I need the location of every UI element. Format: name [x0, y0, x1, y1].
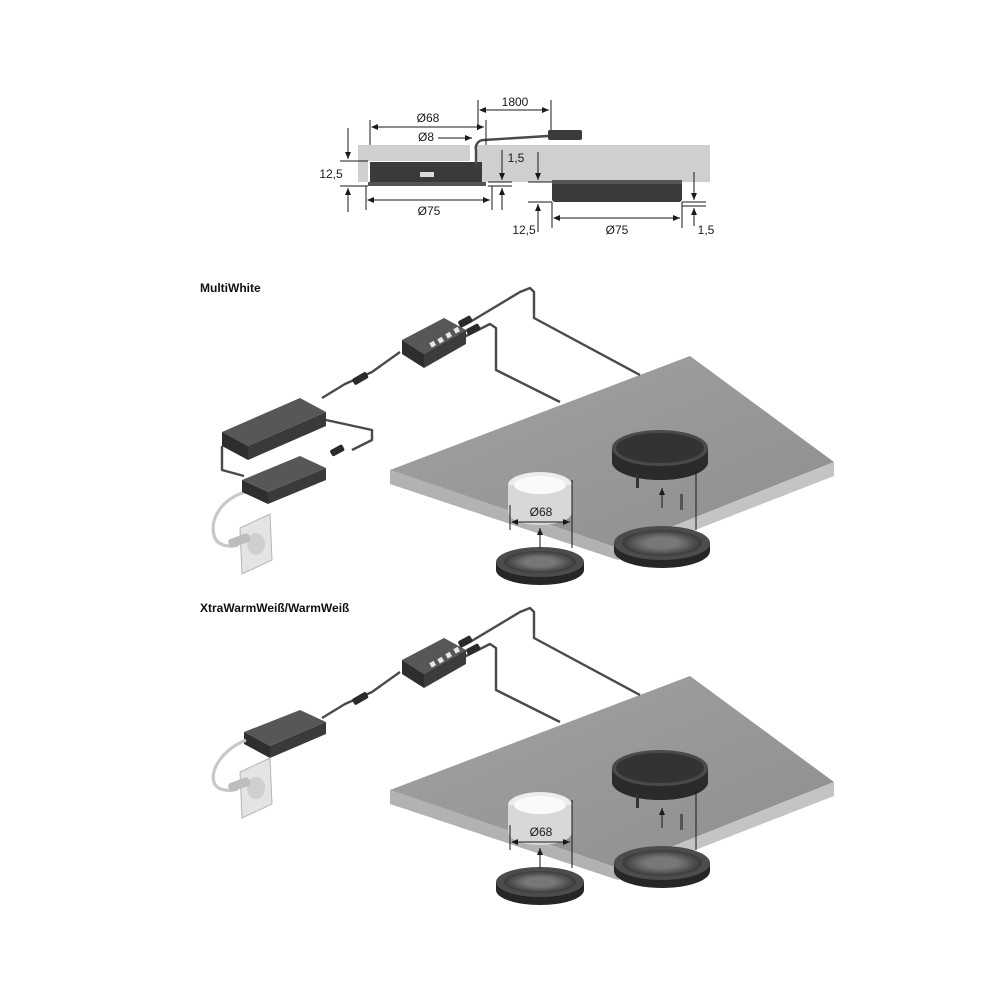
- dim-diameter-right: Ø75: [606, 223, 629, 237]
- section-heading-multiwhite: MultiWhite: [200, 281, 261, 295]
- dim-diameter-left: Ø75: [418, 204, 441, 218]
- cutout-dim-label-2: Ø68: [530, 825, 553, 839]
- dim-height-right: 12,5: [512, 223, 536, 237]
- section-xtrawarm: XtraWarmWeiß/WarmWeiß: [200, 601, 834, 905]
- technical-drawing: 1800 Ø68 Ø8 12,5 1,5 Ø75 12,5: [319, 95, 714, 237]
- section-heading-xtrawarm: XtraWarmWeiß/WarmWeiß: [200, 601, 349, 615]
- cutout-dim-label-1: Ø68: [530, 505, 553, 519]
- dim-cable-length: 1800: [502, 95, 529, 109]
- dim-cutout-diameter: Ø68: [417, 111, 440, 125]
- dim-height-left: 12,5: [319, 167, 343, 181]
- dim-offset-left: 1,5: [508, 151, 525, 165]
- led-driver-secondary: [220, 418, 374, 504]
- led-driver-2: [244, 710, 326, 758]
- section-multiwhite: MultiWhite Ø68: [200, 281, 834, 585]
- distributor-hub-2: [402, 638, 466, 688]
- dim-cable-diameter: Ø8: [418, 130, 434, 144]
- wall-socket-2: [228, 757, 273, 819]
- dim-offset-right: 1,5: [698, 223, 715, 237]
